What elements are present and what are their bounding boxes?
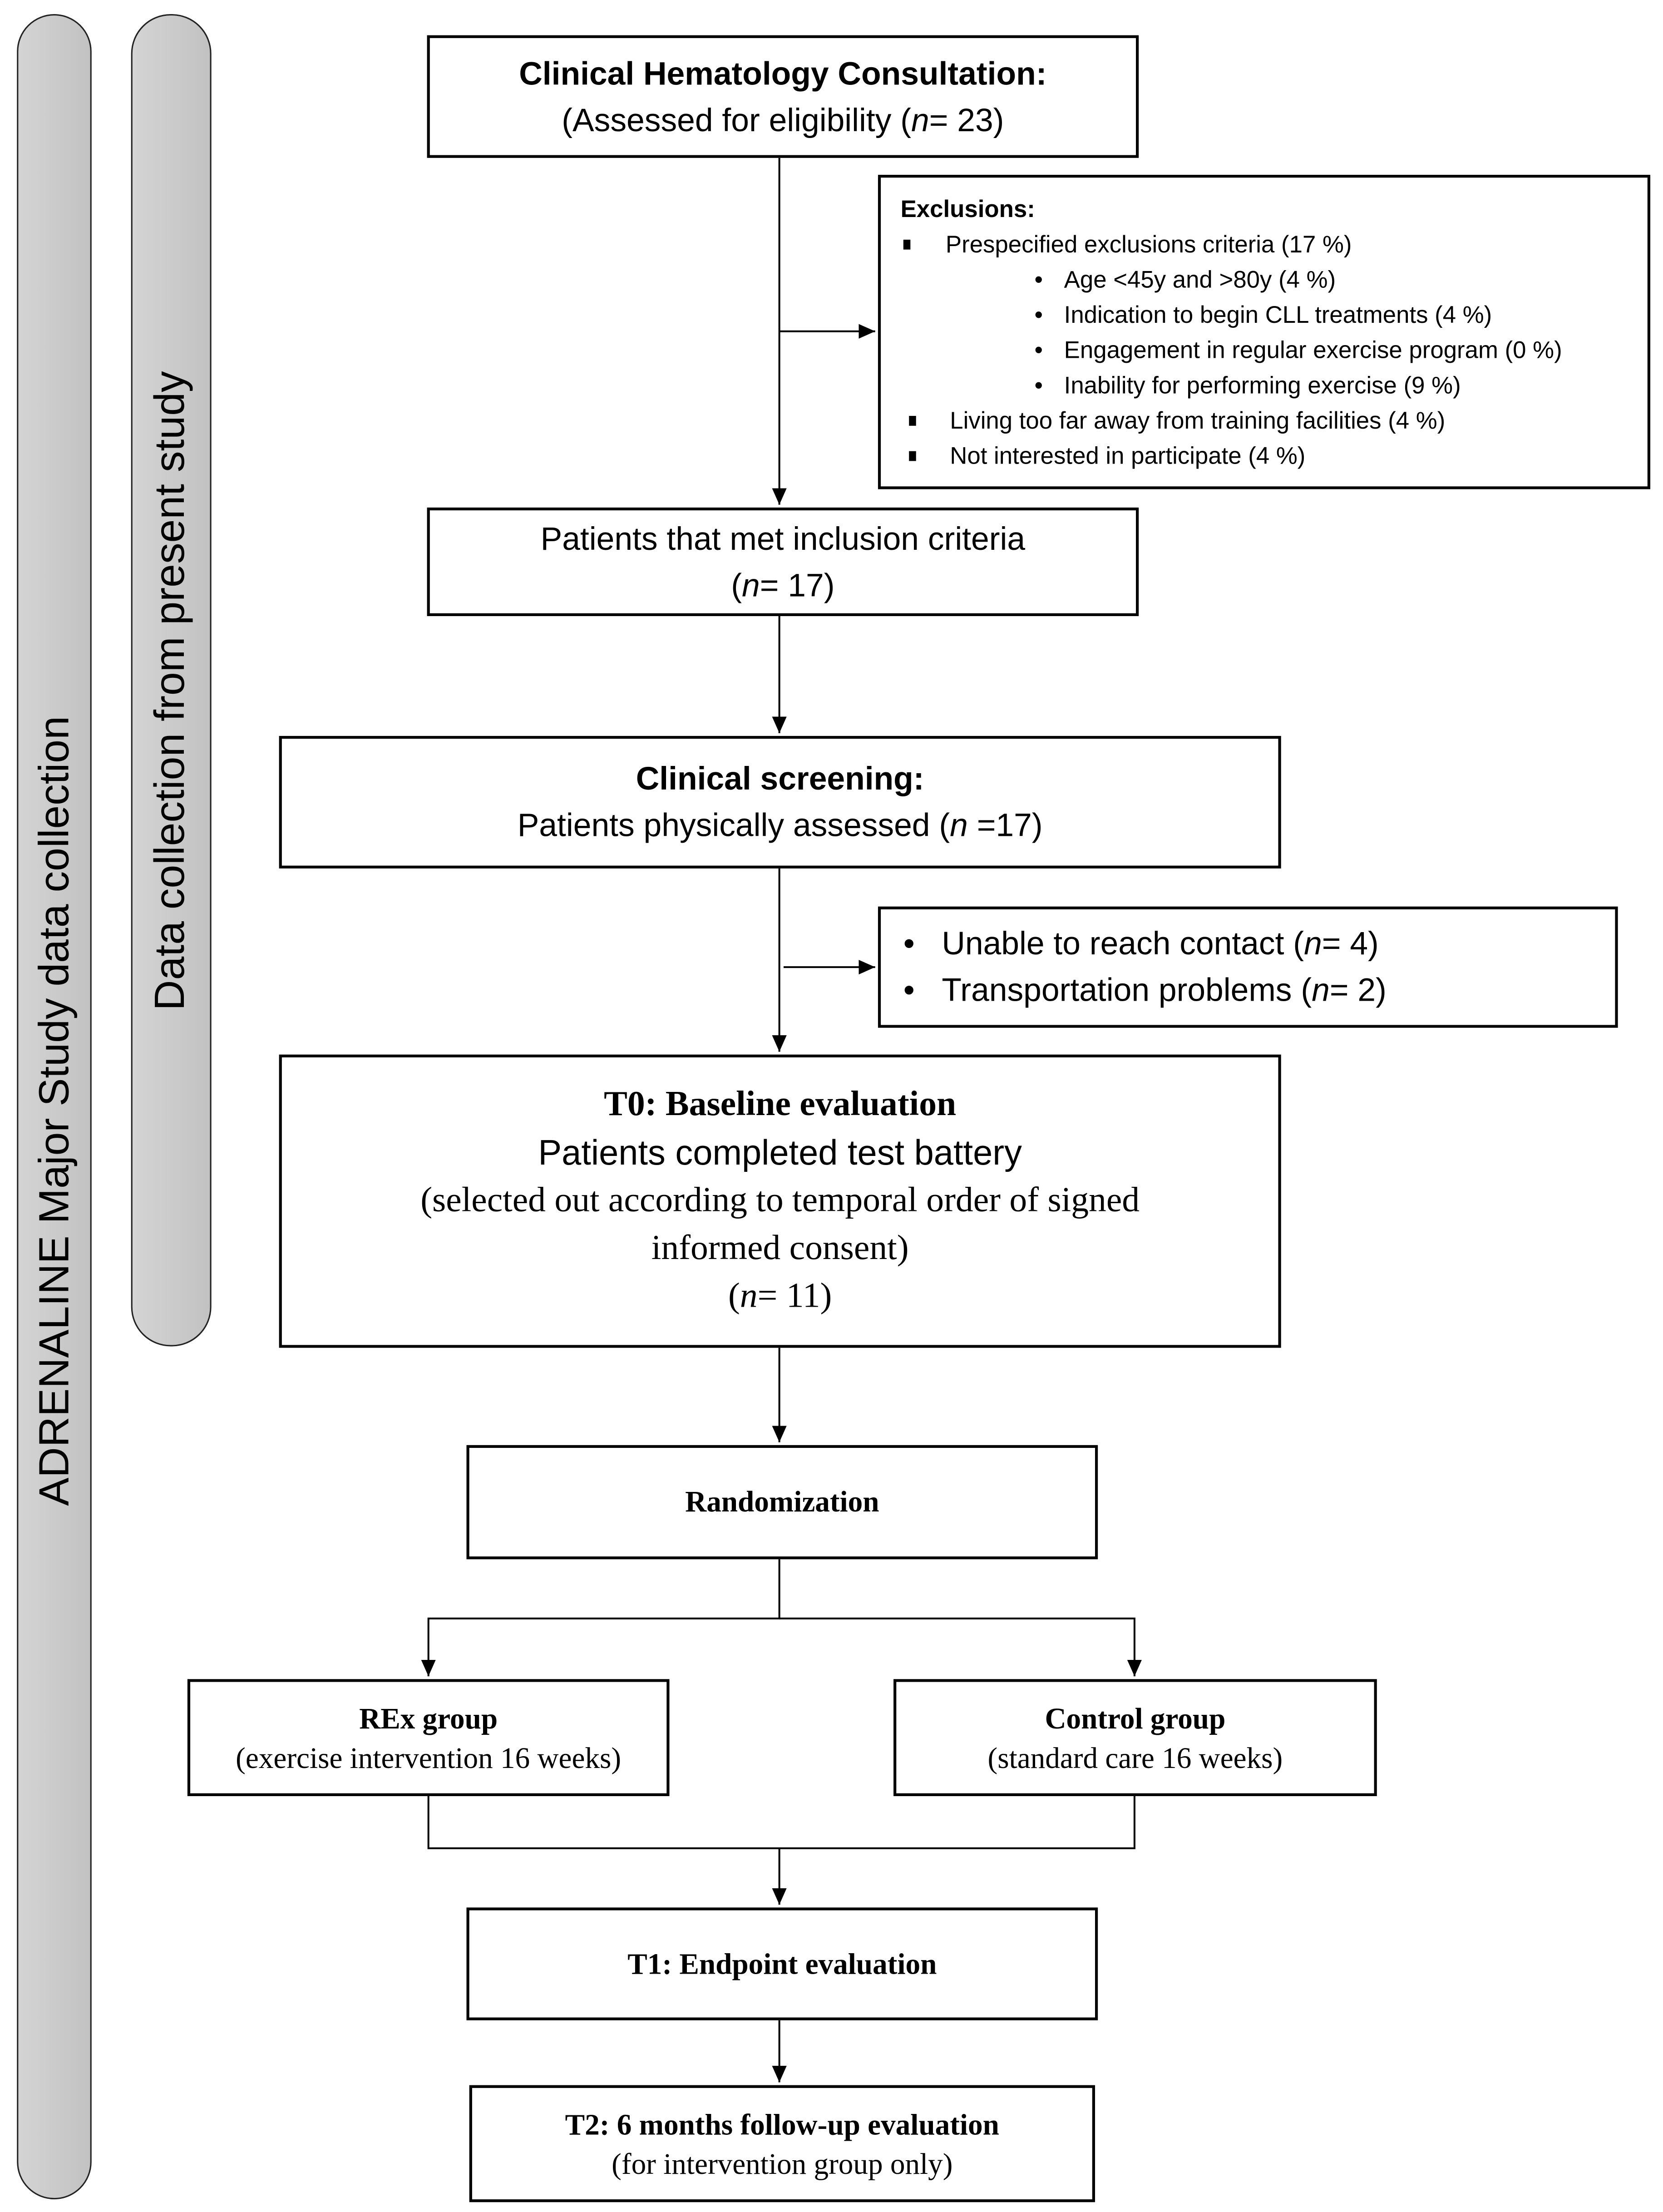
control-group-box: Control group (standard care 16 weeks) [893, 1679, 1377, 1797]
text: ( [731, 566, 742, 603]
randomization-box: Randomization [466, 1445, 1098, 1560]
bullet-icon: • [1034, 372, 1043, 399]
text: Living too far away from training facili… [950, 407, 1446, 434]
exclusion-item: Prespecified exclusions criteria (17 %) [901, 227, 1648, 262]
consultation-count: (Assessed for eligibility (n= 23) [562, 97, 1004, 143]
text: Patients physically assessed ( [517, 806, 950, 843]
n-var: n [740, 1277, 758, 1316]
rex-group-box: REx group (exercise intervention 16 week… [187, 1679, 670, 1797]
text: Engagement in regular exercise program (… [1064, 337, 1562, 364]
rex-group-title: REx group [359, 1701, 498, 1735]
text: Indication to begin CLL treatments (4 %) [1064, 301, 1492, 329]
n-var: n [911, 101, 929, 138]
square-bullet-icon [909, 451, 916, 461]
exclusion-item: Living too far away from training facili… [901, 403, 1648, 439]
screening-count: Patients physically assessed (n =17) [518, 802, 1043, 849]
t2-title: T2: 6 months follow-up evaluation [565, 2107, 999, 2141]
dropout-item: • Unable to reach contact (n= 4) [903, 921, 1379, 967]
t1-title: T1: Endpoint evaluation [627, 1946, 937, 1980]
merge-groups [427, 1796, 1135, 1849]
text: = 23) [929, 101, 1004, 138]
inclusion-text: Patients that met inclusion criteria [540, 519, 1026, 557]
exclusion-subitem: • Age <45y and >80y (4 %) [901, 262, 1648, 298]
text: = 4) [1322, 925, 1379, 962]
text: Age <45y and >80y (4 %) [1064, 266, 1336, 293]
text: Inability for performing exercise (9 %) [1064, 372, 1461, 399]
t2-box: T2: 6 months follow-up evaluation (for i… [469, 2085, 1095, 2202]
dropout-item: • Transportation problems (n= 2) [903, 967, 1387, 1013]
text: = 17) [760, 566, 835, 603]
inclusion-count: (n= 17) [731, 562, 834, 608]
inclusion-box: Patients that met inclusion criteria (n=… [427, 507, 1139, 616]
exclusion-text: Prespecified exclusions criteria (17 %) [945, 231, 1352, 258]
baseline-count: (n= 11) [728, 1273, 832, 1321]
exclusions-box: Exclusions: Prespecified exclusions crit… [878, 175, 1651, 489]
exclusions-title: Exclusions: [900, 196, 1035, 223]
outer-phase-bar: ADRENALINE Major Study data collection [17, 14, 92, 2200]
baseline-text: informed consent) [651, 1229, 909, 1268]
square-bullet-icon [903, 239, 911, 250]
text: Not interested in participate (4 %) [950, 443, 1306, 470]
control-group-sub: (standard care 16 weeks) [987, 1740, 1283, 1774]
consultation-box: Clinical Hematology Consultation: (Asses… [427, 35, 1139, 158]
exclusion-item: Not interested in participate (4 %) [901, 439, 1648, 474]
exclusion-subitem: • Inability for performing exercise (9 %) [901, 368, 1648, 403]
n-var: n [1312, 971, 1330, 1008]
arrow-to-control [779, 1617, 1142, 1677]
baseline-title: T0: Baseline evaluation [604, 1086, 957, 1124]
bullet-icon: • [1034, 266, 1043, 293]
dropouts-box: • Unable to reach contact (n= 4) • Trans… [878, 906, 1618, 1028]
consultation-title: Clinical Hematology Consultation: [519, 54, 1047, 91]
square-bullet-icon [909, 416, 916, 426]
bullet-icon: • [903, 971, 942, 1008]
bullet-icon: • [1034, 337, 1043, 364]
text: = 2) [1329, 971, 1387, 1008]
text: =17) [967, 806, 1043, 843]
arrow-to-rex [421, 1559, 780, 1677]
text: Unable to reach contact ( [942, 925, 1304, 962]
screening-box: Clinical screening: Patients physically … [279, 736, 1281, 869]
text: ( [728, 1277, 740, 1316]
bullet-icon: • [1034, 301, 1043, 329]
n-var: n [1304, 925, 1322, 962]
text: (Assessed for eligibility ( [562, 101, 912, 138]
text: = 11) [757, 1277, 832, 1316]
n-var: n [742, 566, 760, 603]
baseline-box: T0: Baseline evaluation Patients complet… [279, 1054, 1281, 1348]
exclusion-subitem: • Indication to begin CLL treatments (4 %… [901, 297, 1648, 333]
text: Transportation problems ( [942, 971, 1312, 1008]
bullet-icon: • [903, 925, 942, 962]
randomization-title: Randomization [685, 1484, 879, 1519]
n-var: n [950, 806, 968, 843]
baseline-text: Patients completed test battery [538, 1133, 1022, 1173]
t2-sub: (for intervention group only) [612, 2146, 953, 2181]
t1-box: T1: Endpoint evaluation [466, 1907, 1098, 2020]
screening-title: Clinical screening: [636, 760, 924, 797]
baseline-text: (selected out according to temporal orde… [420, 1181, 1140, 1220]
control-group-title: Control group [1045, 1701, 1226, 1735]
inner-phase-bar: Data collection from present study [131, 14, 212, 1347]
exclusion-subitem: • Engagement in regular exercise program … [901, 333, 1648, 368]
rex-group-sub: (exercise intervention 16 weeks) [236, 1740, 622, 1774]
